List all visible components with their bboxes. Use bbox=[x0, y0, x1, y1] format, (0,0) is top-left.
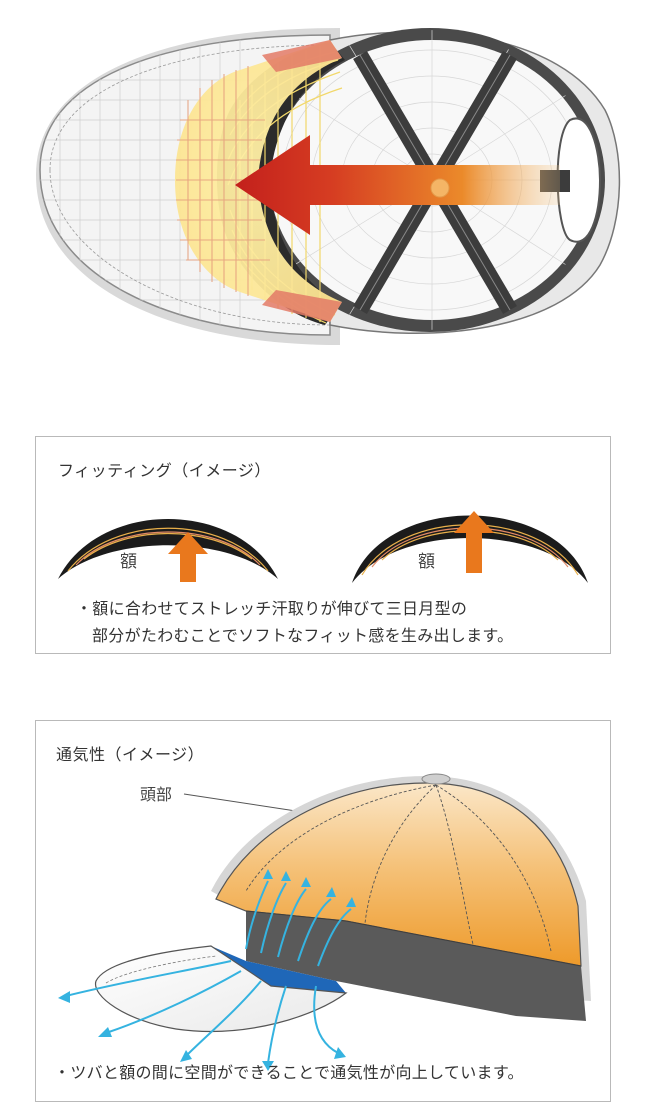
fit-direction-arrow bbox=[235, 135, 560, 235]
fitting-note-line1: ・額に合わせてストレッチ汗取りが伸びて三日月型の bbox=[76, 599, 468, 618]
fitting-title: フィッティング（イメージ） bbox=[58, 461, 271, 480]
head-label-leader bbox=[183, 793, 310, 814]
forehead-label-left: 額 bbox=[120, 552, 137, 572]
forehead-label-right: 額 bbox=[418, 552, 435, 572]
cap-band bbox=[246, 911, 586, 1021]
front-mesh-band bbox=[175, 40, 342, 322]
cap-side-illustration bbox=[58, 773, 591, 1071]
cap-brim bbox=[95, 945, 348, 1032]
up-arrow-left-icon bbox=[168, 532, 208, 582]
crescent-left bbox=[58, 519, 278, 579]
up-arrow-right-icon bbox=[454, 511, 494, 573]
cap-underside-illustration bbox=[36, 28, 621, 345]
forehead-gap bbox=[211, 946, 346, 993]
ventilation-panel: 通気性（イメージ） 頭部 bbox=[35, 720, 611, 1102]
head-label: 頭部 bbox=[140, 785, 173, 804]
cap-button bbox=[421, 773, 451, 785]
ventilation-note: ・ツバと額の間に空間ができることで通気性が向上しています。 bbox=[54, 1063, 524, 1082]
fitting-note-line2: 部分がたわむことでソフトなフィット感を生み出します。 bbox=[92, 626, 514, 645]
fitting-panel: フィッティング（イメージ） 額 額 ・額に合わせてストレッチ汗取りが伸びて三日月… bbox=[35, 436, 611, 654]
arrow-origin-dot bbox=[430, 178, 450, 198]
ventilation-title: 通気性（イメージ） bbox=[56, 745, 205, 764]
